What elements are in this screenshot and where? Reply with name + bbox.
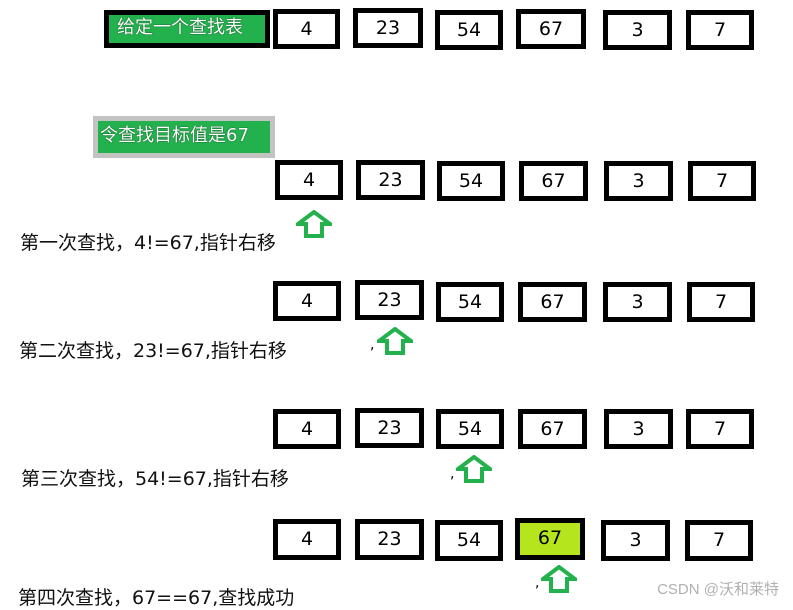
array-cell: 67	[518, 282, 587, 322]
array-cell: 7	[688, 161, 756, 201]
target-value-label: 令查找目标值是67	[93, 116, 275, 158]
array-cell: 4	[275, 160, 343, 200]
step-3-text: 第三次查找，54!=67,指针右移	[21, 468, 289, 490]
pointer-up-arrow-icon	[296, 210, 332, 238]
array-cell: 23	[355, 280, 424, 320]
array-cell: 54	[437, 161, 505, 201]
stray-mark: ,	[370, 337, 375, 353]
array-cell: 23	[355, 519, 424, 560]
array-cell: 3	[603, 282, 672, 322]
array-cell: 54	[436, 409, 504, 449]
array-cell: 3	[601, 520, 670, 561]
array-cell: 3	[604, 409, 673, 449]
array-cell: 7	[687, 282, 755, 322]
array-cell: 23	[353, 8, 423, 48]
array-cell: 54	[435, 520, 503, 561]
pointer-up-arrow-icon	[377, 327, 413, 355]
array-cell: 54	[436, 282, 504, 322]
array-cell: 3	[604, 161, 673, 201]
array-cell-found: 67	[515, 518, 585, 560]
array-cell: 67	[519, 161, 588, 201]
pointer-up-arrow-icon	[541, 565, 577, 593]
array-cell: 7	[686, 10, 754, 50]
stray-mark: ,	[535, 575, 540, 591]
array-cell: 23	[356, 160, 425, 200]
array-cell: 54	[435, 10, 503, 50]
step-1-text: 第一次查找，4!=67,指针右移	[20, 232, 276, 254]
step-4-text: 第四次查找，67==67,查找成功	[18, 587, 295, 609]
array-cell: 4	[273, 409, 341, 449]
array-cell: 67	[516, 9, 586, 49]
array-cell: 7	[686, 409, 754, 449]
watermark: CSDN @沃和莱特	[657, 581, 779, 598]
array-cell: 23	[355, 408, 424, 448]
pointer-up-arrow-icon	[456, 455, 492, 483]
given-table-label: 给定一个查找表	[104, 10, 270, 48]
array-cell: 4	[273, 281, 341, 321]
array-cell: 7	[685, 520, 753, 561]
stray-mark: ,	[450, 466, 455, 482]
step-2-text: 第二次查找，23!=67,指针右移	[19, 340, 287, 362]
array-cell: 4	[273, 9, 340, 49]
array-cell: 67	[518, 409, 587, 449]
array-cell: 4	[273, 519, 341, 560]
array-cell: 3	[603, 10, 672, 50]
